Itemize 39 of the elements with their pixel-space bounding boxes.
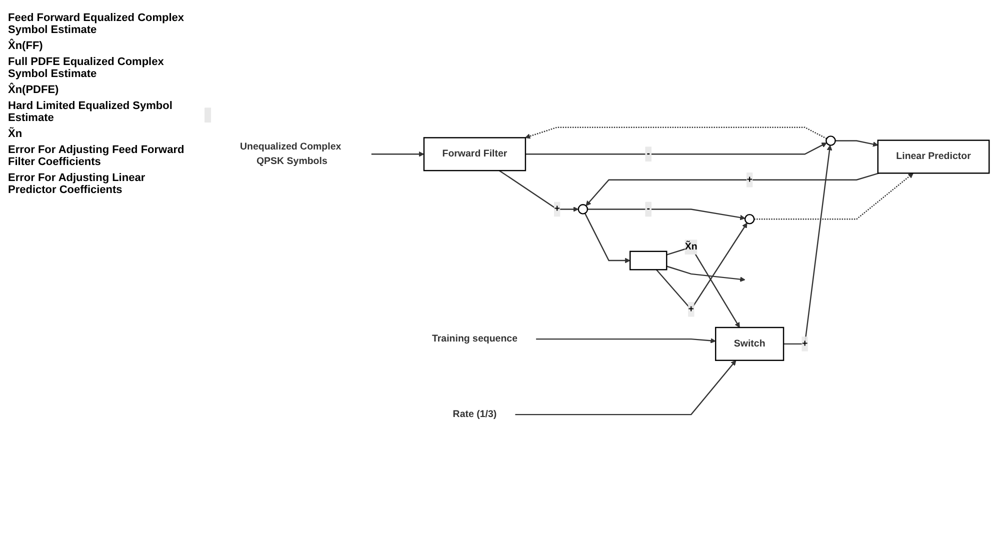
arrow (754, 172, 914, 220)
arrow (498, 170, 579, 212)
node-circle (578, 204, 588, 214)
arrow (784, 145, 832, 345)
annotation-label: Hard Limited Equalized Symbol Estimate (8, 100, 174, 124)
node-box: Switch (715, 326, 784, 362)
arrow (666, 266, 746, 282)
arrow (514, 360, 736, 416)
edge-label: X̃n (684, 242, 698, 252)
edge-label: + (746, 174, 752, 185)
annotation-label: X̃n (8, 128, 24, 140)
arrow (536, 338, 716, 344)
annotation-label: X̂n(PDFE) (8, 84, 60, 96)
node-circle (744, 214, 755, 224)
node-box (630, 250, 668, 270)
arrow (586, 172, 880, 206)
annotation-label: X̂n(FF) (8, 40, 44, 52)
node-box: Forward Filter (423, 137, 526, 172)
edge-label: + (802, 338, 808, 349)
node-text: Training sequence (432, 334, 518, 344)
annotation-label: Feed Forward Equalized Complex Symbol Estimate (8, 12, 186, 36)
node-text: Rate (1/3) (452, 409, 497, 420)
arrow (588, 208, 746, 220)
edge-label: + (688, 304, 694, 314)
arrow (525, 142, 827, 155)
arrow (525, 126, 827, 140)
arrow (584, 213, 630, 264)
node-box: Linear Predictor (877, 140, 990, 174)
node-circle (826, 136, 836, 146)
arrow (371, 152, 424, 157)
arrow (666, 246, 740, 328)
annotation-label: Error For Adjusting Linear Predictor Coefficients (8, 172, 146, 196)
annotation-label: Full PDFE Equalized Complex Symbol Estimate (8, 56, 165, 80)
annotation-label: Error For Adjusting Feed Forward Filter Coefficients (8, 144, 186, 168)
arrow (835, 140, 878, 147)
edge-label: + (554, 204, 560, 214)
edge-label: - (646, 204, 650, 214)
node-text: Unequalized Complex QPSK Symbols (240, 141, 342, 166)
edge-label: - (646, 148, 650, 160)
